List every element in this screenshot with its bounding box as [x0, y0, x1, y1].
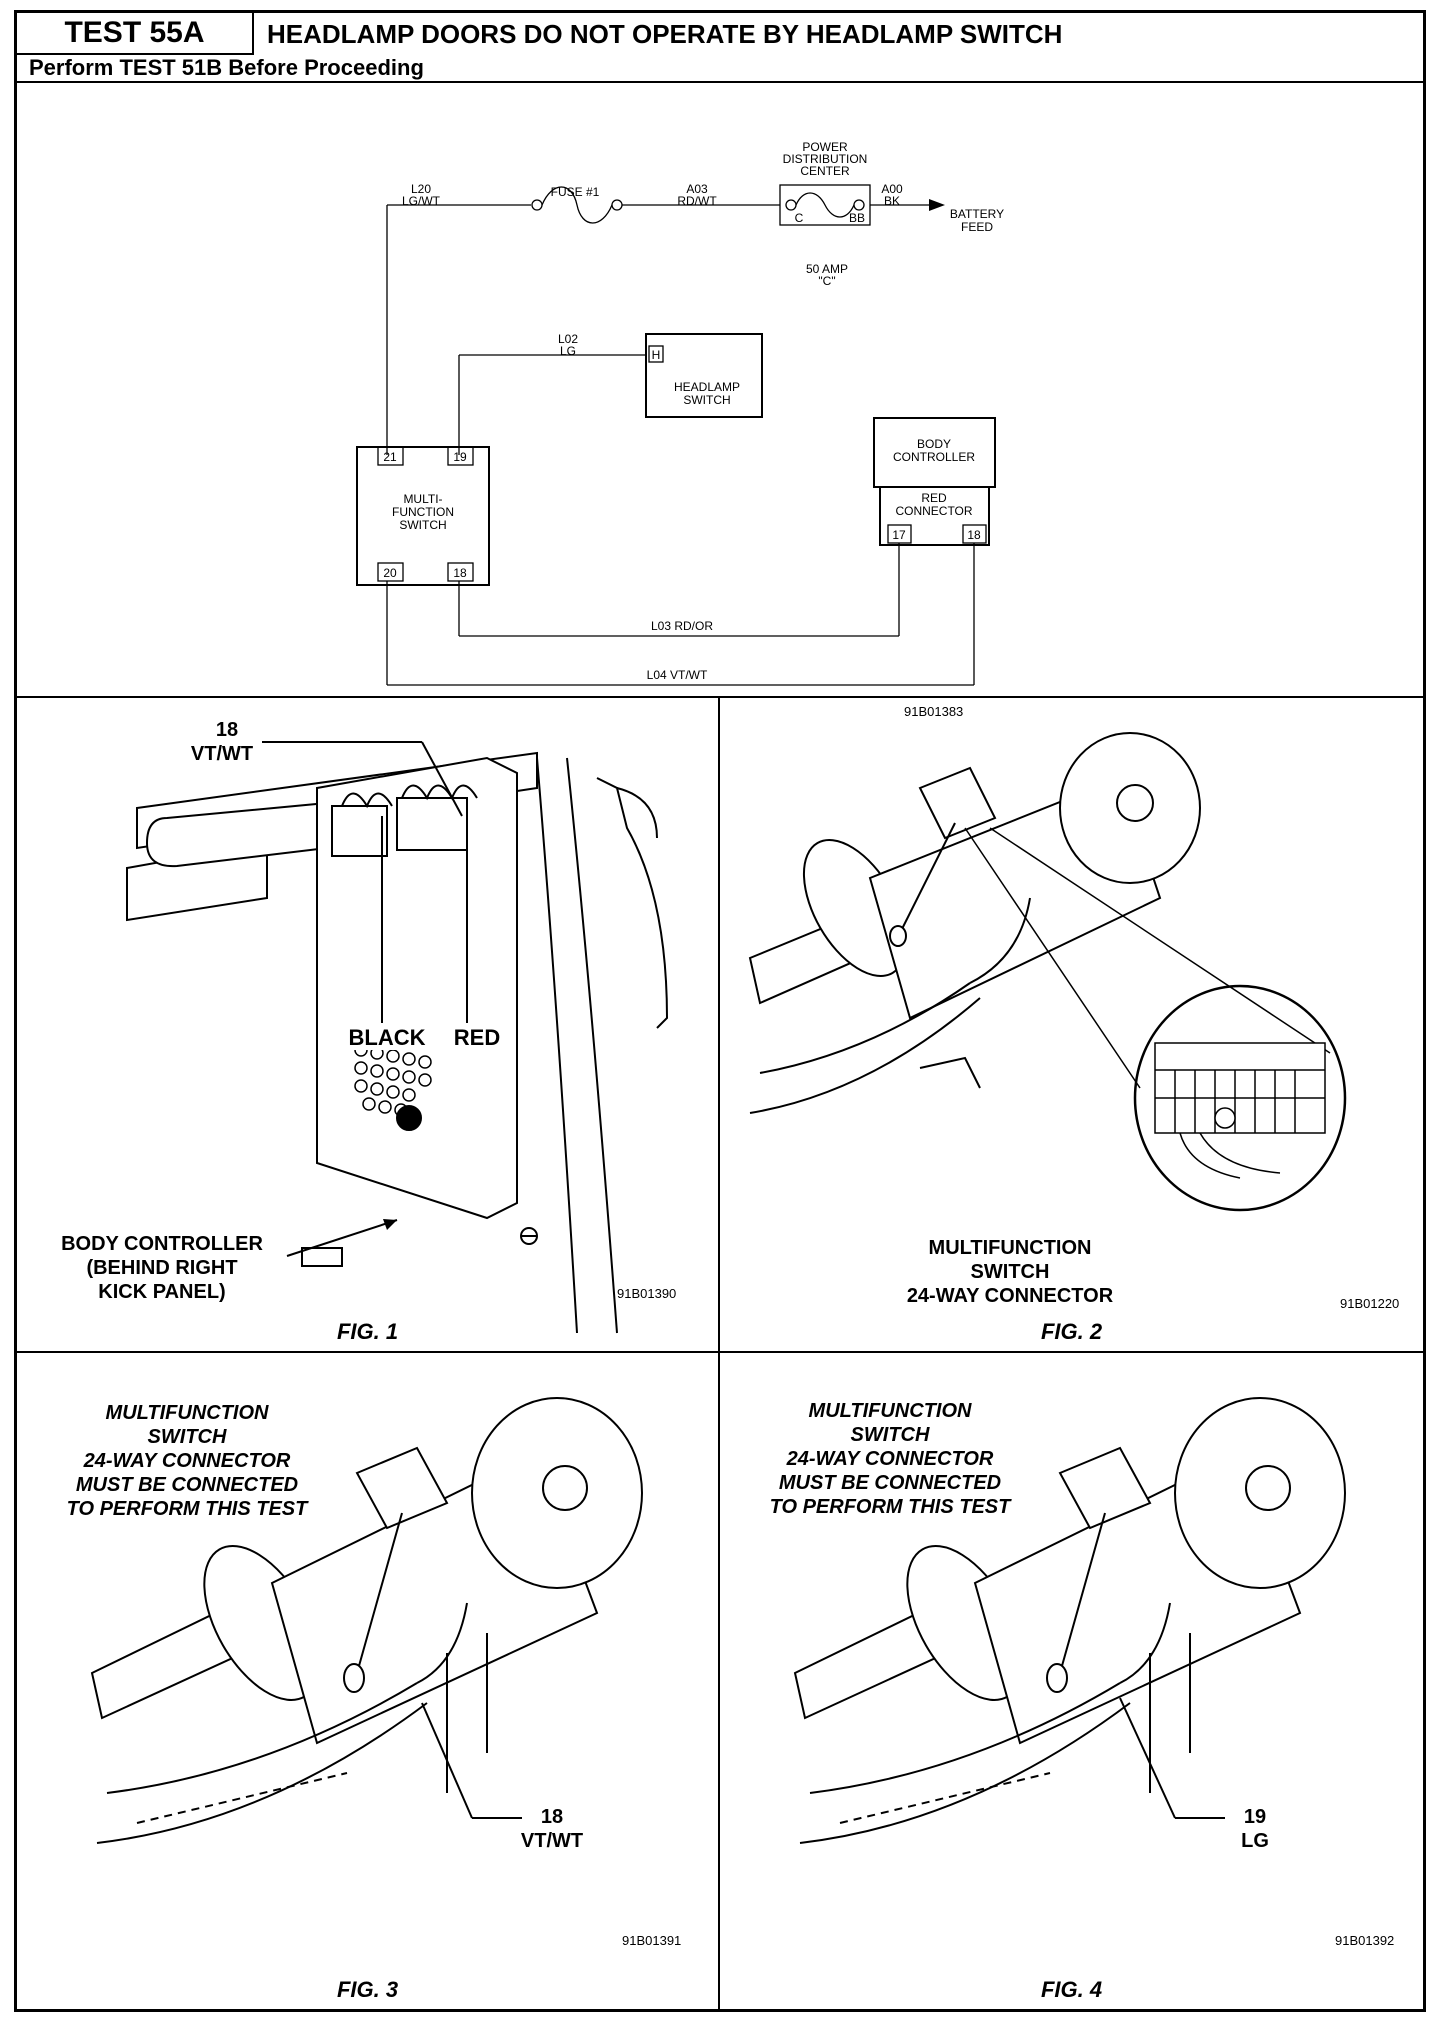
fig3-note-5: TO PERFORM THIS TEST — [66, 1498, 308, 1520]
pdc-pin-c: C — [795, 211, 804, 225]
fig4-note-3: 24-WAY CONNECTOR — [786, 1448, 994, 1470]
wire-l20-label: L20 — [411, 182, 431, 196]
fig1-bc-label-3: KICK PANEL) — [98, 1281, 226, 1303]
fig2-label-3: 24-WAY CONNECTOR — [906, 1285, 1114, 1307]
mfs-label-1: MULTI- — [403, 492, 442, 506]
wire-l03-label: L03 RD/OR — [651, 619, 713, 633]
pdc-label-3: CENTER — [800, 164, 850, 178]
fig4-code: 91B01392 — [1335, 1933, 1395, 1948]
fig4-note-5: TO PERFORM THIS TEST — [769, 1496, 1011, 1518]
body-controller-2: CONTROLLER — [893, 450, 975, 464]
bc-pin-17: 17 — [892, 528, 906, 542]
amp-rating-1: 50 AMP — [806, 262, 848, 276]
fig2-label-2: SWITCH — [970, 1261, 1050, 1283]
fig3-wire-number: 18 — [540, 1806, 564, 1828]
fig4-wire-color: LG — [1241, 1830, 1269, 1852]
fig4-note-2: SWITCH — [850, 1424, 930, 1446]
battery-feed-1: BATTERY — [950, 207, 1004, 221]
headlamp-pin-h: H — [652, 348, 661, 362]
pdc-label-1: POWER — [802, 140, 848, 154]
fig3-note-2: SWITCH — [147, 1426, 227, 1448]
test-title: HEADLAMP DOORS DO NOT OPERATE BY HEADLAM… — [267, 19, 1063, 49]
fig1-body-controller-drawing — [126, 741, 669, 1334]
fig1-panel: 18 VT/WT BLACK RED BODY CONTROLLER (BEHI… — [17, 698, 720, 1353]
mfs-label-2: FUNCTION — [392, 505, 454, 519]
wiring-schematic: L20 LG/WT FUSE #1 A03 RD/WT POWER DISTRI… — [17, 81, 1423, 719]
red-connector-1: RED — [921, 491, 947, 505]
fig4-column-drawing — [793, 1397, 1346, 1844]
fig3-wire-color: VT/WT — [520, 1830, 584, 1852]
red-connector-2: CONNECTOR — [895, 504, 972, 518]
fig2-caption: FIG. 2 — [1040, 1319, 1103, 1344]
fig1-red-label: RED — [447, 1026, 507, 1050]
bc-pin-18: 18 — [967, 528, 981, 542]
fig1-wire-color: VT/WT — [190, 743, 254, 765]
fig4-caption: FIG. 4 — [1040, 1977, 1103, 2002]
amp-rating-2: "C" — [818, 274, 835, 288]
header: TEST 55A HEADLAMP DOORS DO NOT OPERATE B… — [17, 13, 1423, 83]
fig1-code: 91B01390 — [617, 1286, 677, 1301]
wire-a03-color: RD/WT — [677, 194, 717, 208]
wire-l02-color: LG — [560, 344, 576, 358]
mfs-pin-19: 19 — [453, 450, 467, 464]
fig3-note-3: 24-WAY CONNECTOR — [83, 1450, 291, 1472]
schematic-drawing: L20 LG/WT FUSE #1 A03 RD/WT POWER DISTRI… — [356, 140, 1004, 686]
fig3-note-4: MUST BE CONNECTED — [75, 1474, 299, 1496]
fig1-bc-label-1: BODY CONTROLLER — [61, 1233, 263, 1255]
body-controller-1: BODY — [917, 437, 951, 451]
fig1-wire-number: 18 — [215, 719, 239, 741]
test-subtitle: Perform TEST 51B Before Proceeding — [29, 55, 424, 80]
fuse-label: FUSE #1 — [551, 185, 600, 199]
fig3-panel: MULTIFUNCTION SWITCH 24-WAY CONNECTOR MU… — [17, 1353, 720, 2009]
fig3-column-drawing — [90, 1397, 643, 1844]
mfs-pin-18: 18 — [453, 566, 467, 580]
fig2-panel: MULTIFUNCTION SWITCH 24-WAY CONNECTOR 91… — [720, 698, 1423, 1353]
wire-l04-label: L04 VT/WT — [647, 668, 708, 682]
fig1-black-label: BLACK — [342, 1026, 432, 1050]
fig4-note-4: MUST BE CONNECTED — [778, 1472, 1002, 1494]
battery-feed-2: FEED — [961, 220, 993, 234]
wire-l20-color: LG/WT — [402, 194, 441, 208]
fig3-code: 91B01391 — [622, 1933, 682, 1948]
mfs-pin-20: 20 — [383, 566, 397, 580]
fig3-caption: FIG. 3 — [336, 1977, 399, 2002]
fig4-note-1: MULTIFUNCTION — [808, 1400, 972, 1422]
fig3-note-1: MULTIFUNCTION — [105, 1402, 269, 1424]
fig4-wire-number: 19 — [1243, 1806, 1267, 1828]
pdc-label-2: DISTRIBUTION — [783, 152, 868, 166]
schematic-code-label: 91B01383 — [904, 704, 964, 719]
headlamp-switch-2: SWITCH — [683, 393, 730, 407]
fig1-caption: FIG. 1 — [336, 1319, 399, 1344]
wire-a00-color: BK — [884, 194, 900, 208]
test-page: TEST 55A HEADLAMP DOORS DO NOT OPERATE B… — [14, 10, 1426, 2012]
pdc-pin-bb: BB — [849, 211, 865, 225]
fig4-panel: MULTIFUNCTION SWITCH 24-WAY CONNECTOR MU… — [720, 1353, 1423, 2009]
mfs-label-3: SWITCH — [399, 518, 446, 532]
wire-a03-label: A03 — [686, 182, 708, 196]
fig2-code: 91B01220 — [1340, 1296, 1400, 1311]
wire-a00-label: A00 — [881, 182, 903, 196]
wire-l02-label: L02 — [558, 332, 578, 346]
mfs-pin-21: 21 — [383, 450, 397, 464]
headlamp-switch-1: HEADLAMP — [674, 380, 740, 394]
fig2-label-1: MULTIFUNCTION — [928, 1237, 1092, 1259]
fig2-connector-drawing — [748, 732, 1347, 1212]
fig1-bc-label-2: (BEHIND RIGHT — [86, 1257, 238, 1279]
test-id: TEST 55A — [17, 13, 254, 55]
